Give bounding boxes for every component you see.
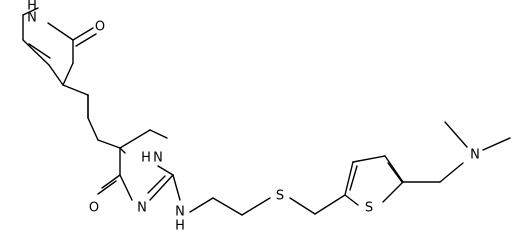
bond <box>149 129 168 139</box>
pyridone-o-label: O <box>95 20 105 35</box>
pyrimidinone-nh-text: N <box>153 151 163 166</box>
pyrimidinone-nh-label: H N <box>141 151 163 166</box>
bond <box>384 155 404 183</box>
bond <box>147 175 166 194</box>
bond <box>72 27 94 41</box>
bond <box>97 180 117 195</box>
bond <box>444 121 468 148</box>
bond <box>172 174 181 201</box>
pyridone-nh-text: N <box>27 11 37 26</box>
bond <box>149 174 174 201</box>
bond <box>352 155 386 163</box>
pyridone-nh-text: H <box>27 0 37 14</box>
bond <box>157 165 174 176</box>
bond <box>22 7 39 16</box>
amine-nh-text: H <box>175 219 185 234</box>
pyrimidinone-nh-text: H <box>141 151 151 166</box>
bond <box>47 22 74 41</box>
bond <box>387 162 403 183</box>
bonds <box>22 7 511 216</box>
bond <box>101 174 121 189</box>
bond <box>344 194 359 206</box>
pyrimidinone-n-label: N <box>137 201 147 216</box>
bond <box>212 197 243 216</box>
bond <box>119 147 126 154</box>
bond <box>344 161 354 196</box>
bond <box>87 117 99 141</box>
bond <box>22 39 50 66</box>
bond <box>289 197 316 215</box>
bond <box>189 197 214 213</box>
pyrimidinone-o-label: O <box>89 201 99 216</box>
bond <box>48 64 64 86</box>
amine-nh-label: N H <box>175 205 185 234</box>
bond <box>439 162 464 183</box>
atom-labels: H N O H N O N N H S S N <box>27 0 480 234</box>
bond <box>482 137 511 151</box>
bond <box>62 84 89 96</box>
bond <box>119 174 133 201</box>
bond <box>75 33 97 47</box>
thiophene-s-label: S <box>365 201 373 216</box>
pyridone-nh-label: H N <box>27 0 37 26</box>
amine-nh-text: N <box>175 205 185 220</box>
bond <box>28 43 51 59</box>
bond <box>97 139 121 149</box>
bond <box>62 62 74 86</box>
dimethylamine-n-label: N <box>470 148 480 163</box>
bond <box>119 129 151 149</box>
link-s-label: S <box>276 189 284 204</box>
bond <box>314 194 346 215</box>
bond <box>382 181 404 203</box>
bond <box>241 197 271 216</box>
bond <box>349 165 358 191</box>
